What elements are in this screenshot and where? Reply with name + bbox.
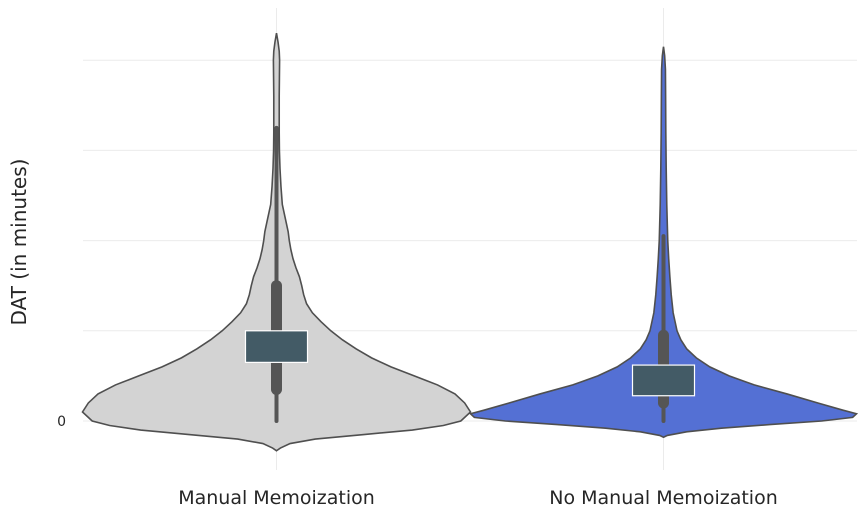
y-axis-title: DAT (in minutes) [7, 159, 31, 326]
median-box-0 [244, 330, 309, 363]
x-category-label-0: Manual Memoization [178, 487, 375, 509]
x-category-label-1: No Manual Memoization [549, 487, 777, 509]
y-tick-label: 0 [57, 414, 66, 430]
violins [81, 33, 859, 452]
median-box-1 [631, 364, 696, 397]
